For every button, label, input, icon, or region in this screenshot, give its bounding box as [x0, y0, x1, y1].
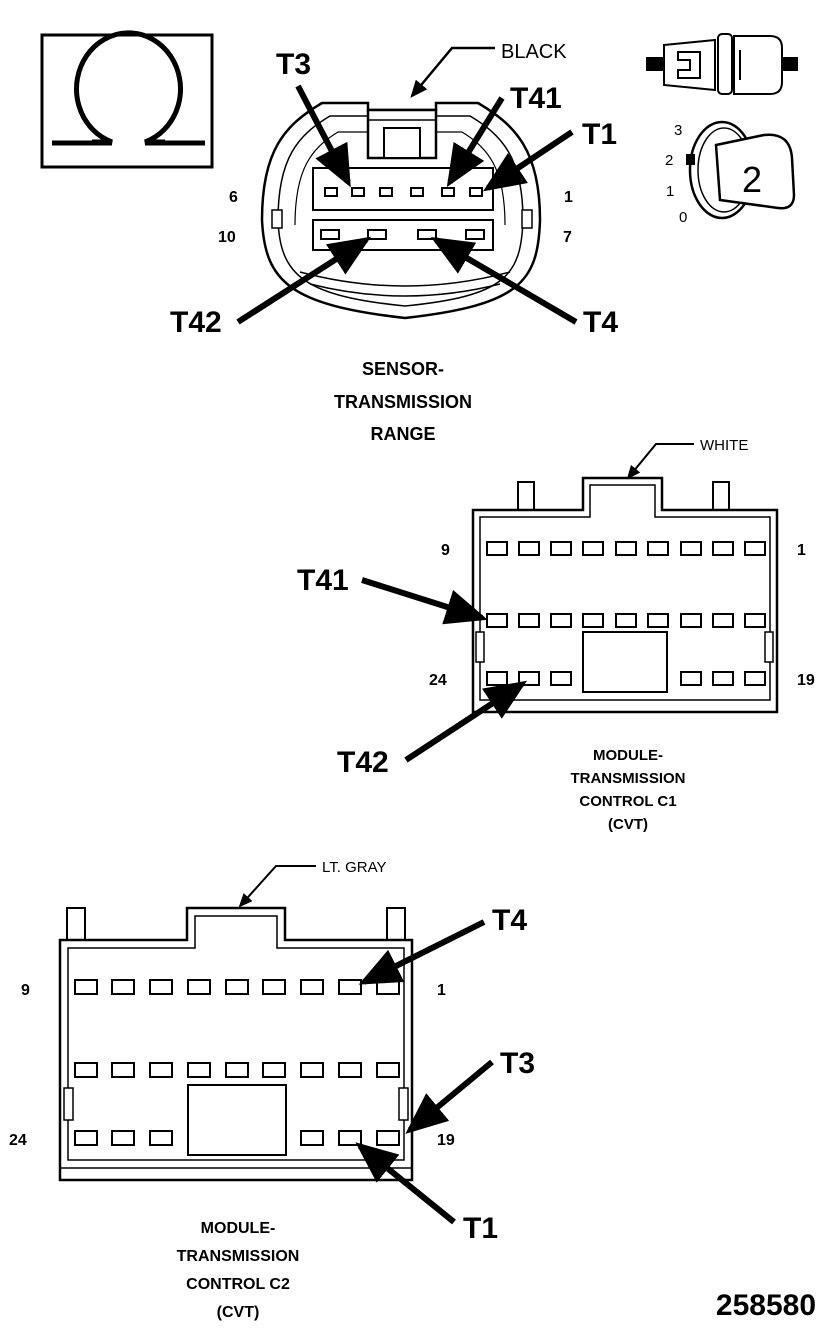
ignition-key-icon: 3 2 1 0 2	[665, 120, 796, 226]
c2-pin-24: 24	[9, 1132, 27, 1149]
c2-caption: MODULE- TRANSMISSION CONTROL C2 (CVT)	[177, 1220, 300, 1321]
sensor-pin-7: 7	[563, 229, 572, 246]
c2-terminal-t3: T3	[500, 1047, 535, 1080]
c2-pin-9: 9	[21, 982, 30, 999]
sensor-caption: SENSOR- TRANSMISSION RANGE	[334, 359, 472, 444]
c1-pin-9: 9	[441, 542, 450, 559]
sensor-connector	[260, 101, 542, 320]
c1-color-leader	[626, 443, 694, 480]
sensor-arrow-t1	[483, 129, 574, 192]
c2-arrow-t3	[405, 1059, 494, 1134]
sensor-terminal-t3: T3	[276, 48, 311, 81]
c1-connector	[471, 476, 779, 714]
sensor-terminal-t41: T41	[510, 82, 562, 115]
c2-connector	[58, 906, 414, 1182]
c2-arrow-t4	[358, 919, 486, 985]
c2-caption-line-1: MODULE-	[201, 1220, 276, 1237]
key-position-0: 0	[679, 209, 687, 226]
c2-pin-1: 1	[437, 982, 446, 999]
c2-caption-line-4: (CVT)	[217, 1304, 260, 1321]
c1-arrow-t41	[361, 577, 488, 625]
c1-terminal-t42: T42	[337, 746, 389, 779]
c2-color-label: LT. GRAY	[322, 859, 386, 876]
sensor-pin-1: 1	[564, 189, 573, 206]
sensor-pin-row-top	[324, 187, 483, 197]
sensor-terminal-t1: T1	[582, 118, 617, 151]
c1-pin-row-2	[486, 613, 766, 628]
c1-caption-line-4: (CVT)	[608, 816, 648, 833]
c2-pin-row-1	[74, 979, 400, 995]
c2-arrow-t1	[355, 1142, 456, 1225]
sensor-caption-line-1: SENSOR-	[362, 359, 444, 379]
c1-pin-19: 19	[797, 672, 815, 689]
figure-number: 258580	[716, 1289, 816, 1322]
c1-caption: MODULE- TRANSMISSION CONTROL C1 (CVT)	[570, 747, 685, 833]
key-current-position: 2	[742, 159, 762, 200]
c1-color-label: WHITE	[700, 437, 748, 454]
c2-terminal-t1: T1	[463, 1212, 498, 1245]
sensor-terminal-t4: T4	[583, 306, 618, 339]
c2-caption-line-3: CONTROL C2	[186, 1276, 290, 1293]
sensor-arrow-t41	[446, 96, 505, 188]
c1-pin-row-1	[486, 541, 766, 556]
sensor-caption-line-3: RANGE	[370, 424, 435, 444]
sensor-color-label: BLACK	[501, 41, 567, 63]
c1-caption-line-2: TRANSMISSION	[570, 770, 685, 787]
c1-arrow-t42	[404, 680, 528, 763]
key-position-2: 2	[665, 152, 673, 169]
sensor-arrow-t4	[430, 236, 578, 325]
c1-pin-24: 24	[429, 672, 447, 689]
key-position-1: 1	[666, 183, 674, 200]
c1-caption-line-3: CONTROL C1	[579, 793, 676, 810]
ohm-symbol-icon	[40, 30, 214, 169]
c2-terminal-t4: T4	[492, 904, 527, 937]
c1-pin-row-3	[486, 671, 766, 686]
sensor-pin-6: 6	[229, 189, 238, 206]
c1-caption-line-1: MODULE-	[593, 747, 663, 764]
sensor-pin-10: 10	[218, 229, 236, 246]
c2-color-leader	[238, 865, 316, 908]
c1-terminal-t41: T41	[297, 564, 349, 597]
c1-pin-1: 1	[797, 542, 806, 559]
sensor-caption-line-2: TRANSMISSION	[334, 392, 472, 412]
c2-pin-row-3	[74, 1130, 400, 1146]
sensor-arrow-t3	[295, 84, 351, 188]
c2-pin-row-2	[74, 1062, 400, 1078]
c2-caption-line-2: TRANSMISSION	[177, 1248, 300, 1265]
sensor-arrow-t42	[236, 236, 372, 325]
connector-icon	[646, 33, 798, 95]
c2-pin-19: 19	[437, 1132, 455, 1149]
sensor-color-leader	[410, 46, 495, 98]
key-position-3: 3	[674, 122, 682, 139]
sensor-terminal-t42: T42	[170, 306, 222, 339]
